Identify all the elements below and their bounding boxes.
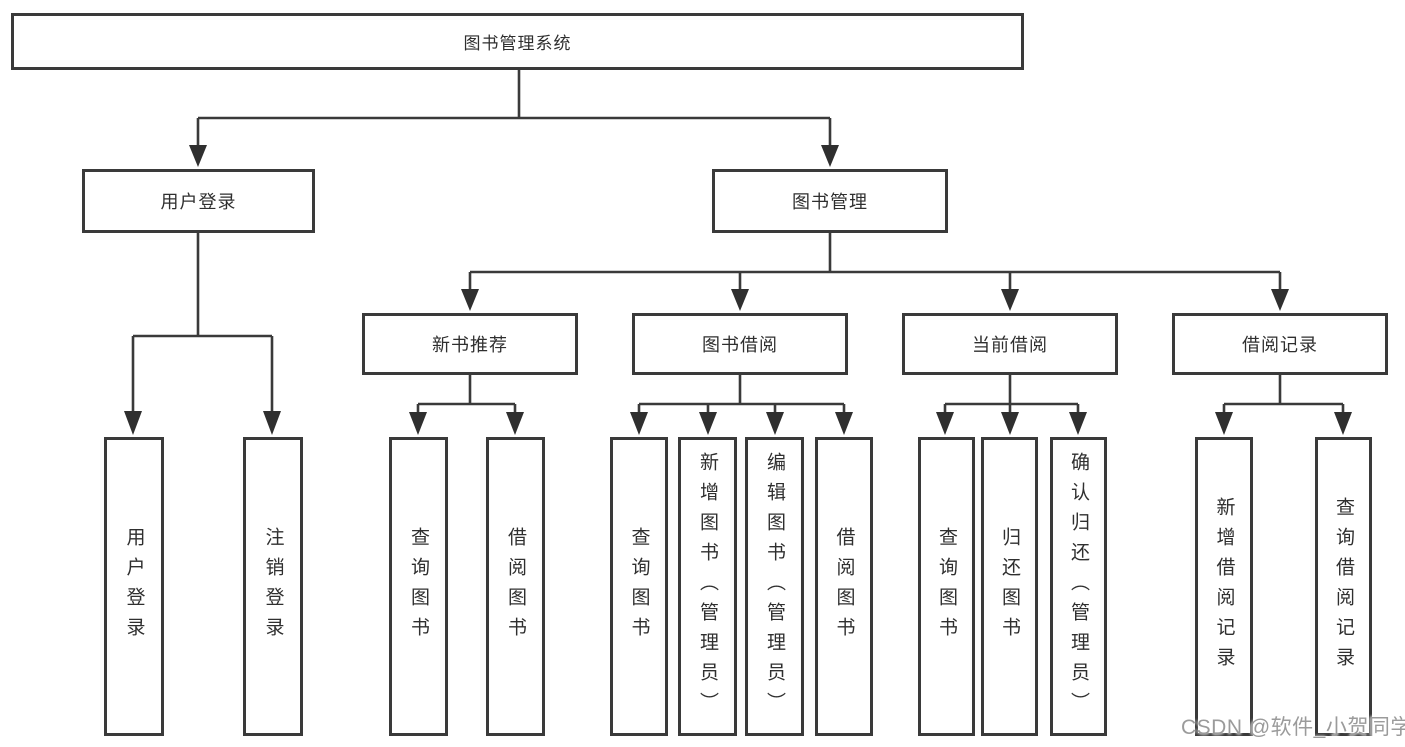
node-leaf-logout: 注销登录 [243, 437, 303, 736]
node-user-login: 用户登录 [82, 169, 315, 233]
node-user-login-label: 用户登录 [160, 192, 237, 212]
node-leaf-query-borrow-record-label: 查询借阅记录 [1333, 496, 1354, 677]
node-leaf-add-borrow-record-label: 新增借阅记录 [1213, 496, 1235, 677]
node-leaf-return-books: 归还图书 [981, 437, 1038, 736]
node-new-book-recommend-label: 新书推荐 [432, 335, 508, 355]
node-leaf-add-books-admin: 新增图书（管理员） [678, 437, 737, 736]
node-leaf-edit-books-admin: 编辑图书（管理员） [745, 437, 804, 736]
node-book-borrowing: 图书借阅 [632, 313, 848, 375]
node-library-system-label: 图书管理系统 [463, 34, 572, 53]
node-leaf-query-books-current-label: 查询图书 [936, 526, 957, 647]
node-leaf-query-books-recommend-label: 查询图书 [408, 526, 429, 647]
node-leaf-edit-books-admin-label: 编辑图书（管理员） [764, 451, 785, 722]
node-book-management-label: 图书管理 [792, 192, 868, 212]
node-leaf-query-books-borrowing: 查询图书 [610, 437, 668, 736]
node-book-management: 图书管理 [712, 169, 948, 233]
node-borrowing-records: 借阅记录 [1172, 313, 1388, 375]
node-book-borrowing-label: 图书借阅 [702, 335, 778, 355]
node-leaf-add-books-admin-label: 新增图书（管理员） [697, 451, 718, 722]
node-library-system: 图书管理系统 [11, 13, 1024, 70]
node-leaf-borrow-books-recommend: 借阅图书 [486, 437, 545, 736]
csdn-watermark: CSDN @软件_小贺同学 [1181, 716, 1405, 739]
node-leaf-confirm-return-admin-label: 确认归还（管理员） [1068, 451, 1089, 722]
node-leaf-return-books-label: 归还图书 [999, 526, 1020, 647]
node-leaf-borrow-books-recommend-label: 借阅图书 [505, 526, 526, 647]
node-leaf-confirm-return-admin: 确认归还（管理员） [1050, 437, 1107, 736]
node-leaf-add-borrow-record: 新增借阅记录 [1195, 437, 1253, 736]
node-leaf-user-login-label: 用户登录 [123, 526, 145, 647]
node-leaf-borrow-books: 借阅图书 [815, 437, 873, 736]
node-borrowing-records-label: 借阅记录 [1242, 335, 1318, 355]
node-leaf-query-borrow-record: 查询借阅记录 [1315, 437, 1372, 736]
node-new-book-recommend: 新书推荐 [362, 313, 578, 375]
node-leaf-query-books-recommend: 查询图书 [389, 437, 448, 736]
node-leaf-query-books-current: 查询图书 [918, 437, 975, 736]
node-current-borrowing-label: 当前借阅 [972, 335, 1048, 355]
node-leaf-borrow-books-label: 借阅图书 [833, 526, 855, 647]
node-leaf-user-login: 用户登录 [104, 437, 164, 736]
node-current-borrowing: 当前借阅 [902, 313, 1118, 375]
arrowhead-icons [124, 145, 1352, 435]
node-leaf-logout-label: 注销登录 [262, 526, 284, 647]
node-leaf-query-books-borrowing-label: 查询图书 [628, 526, 650, 647]
